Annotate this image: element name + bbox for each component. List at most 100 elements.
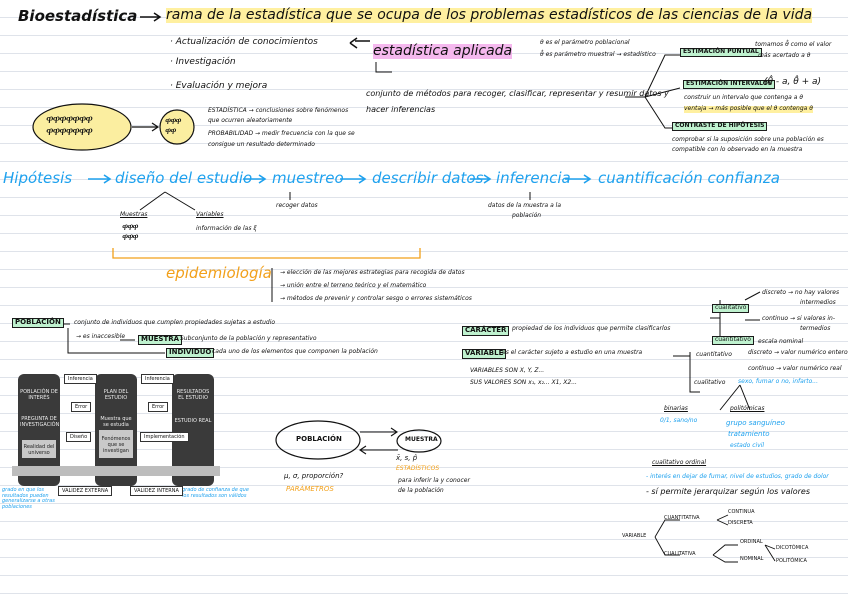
sample-label: MUESTRA [138, 335, 182, 345]
population-label: POBLACIÓN [12, 318, 64, 328]
muestras-label: Muestras [120, 212, 147, 219]
diag-chip-inferencia-2: Inferencia [141, 374, 174, 384]
page-title: Bioestadística [18, 8, 137, 25]
flow-step-hipotesis: Hipótesis [3, 170, 72, 187]
epidemiology-title: epidemiología [166, 265, 272, 282]
variables-label: Variables [196, 212, 224, 219]
diag-col2-low: Fenómenos que se investigan [99, 436, 133, 454]
variables-info: información de las ξ [196, 226, 257, 233]
popsample-params: μ, σ, proporción? [284, 473, 343, 481]
interval-estimation-label: ESTIMACIÓN INTERVALOS [683, 80, 775, 89]
use-item-1: · Actualización de conocimientos [170, 38, 318, 48]
values-line: SUS VALORES SON x₁, x₂... X1, X2... [470, 380, 577, 387]
tree-root: VARIABLE [622, 534, 646, 540]
diag-col3-low: ESTUDIO REAL [174, 418, 212, 424]
diag-col2-title: PLAN DEL ESTUDIO [97, 389, 135, 401]
diag-col2-mid: Muestra que se estudia [97, 416, 135, 428]
individual-desc: cada uno de los elementos que componen l… [212, 349, 378, 356]
variable-desc: es el carácter sujeto a estudio en una m… [502, 350, 642, 357]
type-politomicas: politómicas [730, 406, 764, 413]
tree-dicotomica: DICOTÓMICA [776, 546, 808, 552]
diag-chip-diseno: Diseño [66, 432, 91, 442]
type-discreto: discreto → no hay valores [762, 290, 839, 297]
diag-chip-error-2: Error [148, 402, 168, 412]
type-pol-3: estado civil [730, 443, 764, 450]
diagram-band [12, 466, 220, 476]
datos-poblacion: población [512, 213, 541, 220]
point-desc-2: más acertado a θ [758, 53, 810, 60]
type-binarias-ex: 0/1, sano/no [660, 418, 697, 425]
type-cont2: continuo → valor numérico real [748, 366, 842, 373]
type-continuo: continuo → si valores in- [762, 316, 835, 323]
interval-formula: (θ̂ - a, θ̂ + a) [764, 78, 821, 88]
tree-cualitativa: CUALITATIVA [664, 552, 696, 558]
popsample-muestra: MUESTRA [405, 437, 438, 444]
hyp-desc-2: compatible con lo observado en la muestr… [672, 147, 802, 154]
tree-nominal: NOMINAL [740, 557, 763, 563]
type-intermedios: intermedios [800, 300, 836, 307]
theta-line: θ es el parámetro poblacional [540, 40, 630, 47]
epidemiology-item-1: → elección de las mejores estrategias pa… [280, 270, 465, 277]
diag-col1-low: Realidad del universo [22, 444, 56, 456]
type-ordinal-1: - interés en dejar de fumar, nivel de es… [646, 474, 829, 481]
interval-desc-2: ventaja → más posible que el θ contenga … [684, 106, 813, 113]
flow-step-muestreo: muestreo [272, 170, 344, 187]
applied-desc-2: hacer inferencias [366, 106, 435, 115]
theta-hat-line: θ̂ es parámetro muestral → estadístico [540, 52, 656, 59]
point-desc-1: tomamos θ̂ como el valor [755, 42, 831, 49]
type-ordinal-title: cualitativo ordinal [652, 460, 706, 467]
variables-line: VARIABLES SON X, Y, Z... [470, 368, 544, 375]
character-desc: propiedad de los individuos que permite … [512, 326, 670, 333]
prob-line-2: consigue un resultado determinado [208, 142, 315, 149]
popsample-params-word: PARÁMETROS [286, 486, 334, 494]
flow-step-confianza: cuantificación confianza [598, 170, 780, 187]
stat-line-2: que ocurren aleatoriamente [208, 118, 292, 125]
type-disc2: discreto → valor numérico entero [748, 350, 848, 357]
tree-ordinal: ORDINAL [740, 540, 763, 546]
diag-validez-interna: VALIDEZ INTERNA [130, 486, 183, 496]
flow-step-diseno: diseño del estudio [115, 170, 252, 187]
popsample-note-2: de la población [398, 488, 444, 495]
use-item-3: · Evaluación y mejora [170, 82, 267, 92]
tree-discreta: DISCRETA [728, 521, 753, 527]
type-cualitativo-top: cualitativo [712, 304, 749, 313]
diag-chip-error-1: Error [71, 402, 91, 412]
type-binarias: binarias [664, 406, 688, 413]
diag-note-right: grado de confianza de que los resultados… [182, 488, 254, 499]
popsample-note-1: para inferir la y conocer [398, 478, 470, 485]
use-item-2: · Investigación [170, 58, 236, 68]
individual-label: INDIVIDUO [166, 348, 214, 358]
tree-continua: CONTINUA [728, 510, 755, 516]
epidemiology-item-3: → métodos de prevenir y controlar sesgo … [280, 296, 472, 303]
epidemiology-item-2: → unión entre el terreno teórico y el ma… [280, 283, 426, 290]
type-sexo: sexo, fumar o no, infarto... [738, 379, 818, 386]
hypothesis-test-label: CONTRASTE DE HIPÓTESIS [672, 122, 767, 131]
type-cuantitativo-top: cuantitativo [712, 336, 754, 345]
character-label: CARÁCTER [462, 326, 509, 336]
diag-col3-title: RESULTADOS EL ESTUDIO [174, 389, 212, 401]
tree-politomica: POLITÓMICA [776, 559, 807, 565]
title-definition: rama de la estadística que se ocupa de l… [166, 8, 812, 23]
applied-desc-1: conjunto de métodos para recoger, clasif… [366, 90, 669, 99]
interval-desc-1: construir un intervalo que contenga a θ [684, 95, 803, 102]
type-pol-2: tratamiento [728, 431, 769, 439]
type-termedios: termedios [800, 326, 830, 333]
point-estimation-label: ESTIMACIÓN PUNTUAL [680, 48, 762, 57]
datos-muestra: datos de la muestra a la [488, 203, 561, 210]
popsample-stats: x̄, s, p̂ [396, 455, 417, 463]
sample-desc: Subconjunto de la población y representa… [180, 336, 317, 343]
popsample-stats-word: ESTADÍSTICOS [396, 466, 439, 473]
diag-col1-title: POBLACIÓN DE INTERÉS [20, 389, 58, 401]
population-desc: conjunto de individuos que cumplen propi… [74, 320, 275, 327]
stat-line-1: ESTADÍSTICA → conclusiones sobre fenómen… [208, 108, 348, 115]
diag-note-left: grado en que los resultados pueden gener… [2, 488, 56, 510]
tree-cuantitativa: CUANTITATIVA [664, 516, 700, 522]
prob-line-1: PROBABILIDAD → medir frecuencia con la q… [208, 131, 355, 138]
population-inaccessible: → es inaccesible [76, 334, 125, 341]
type-ordinal-2: - sí permite jerarquizar según los valor… [646, 488, 810, 497]
popsample-poblacion: POBLACIÓN [296, 436, 342, 444]
applied-label: estadística aplicada [373, 44, 512, 59]
hyp-desc-1: comprobar si la suposición sobre una pob… [672, 137, 824, 144]
